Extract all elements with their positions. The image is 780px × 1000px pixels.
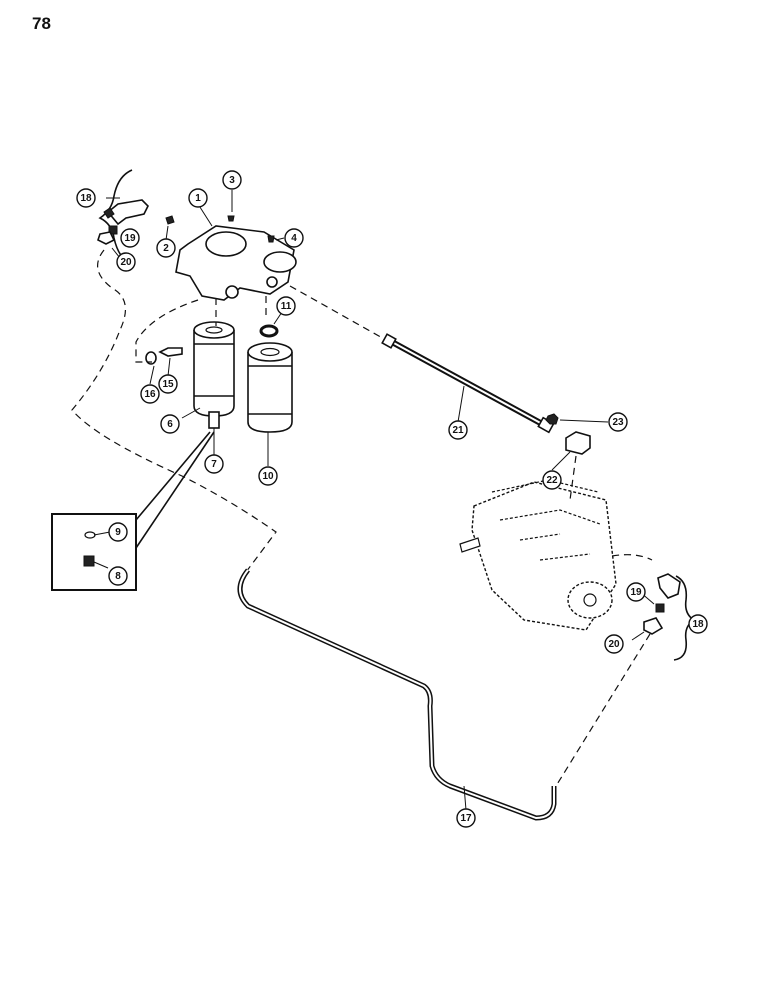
elbow-fitting-right (657, 573, 681, 599)
callout-label: 8 (115, 571, 121, 582)
callout-label: 4 (291, 233, 297, 244)
callout-19: 19 (626, 582, 646, 602)
bleed-screw-3 (227, 215, 235, 222)
callout-20: 20 (604, 634, 624, 654)
filter-element-6 (193, 321, 235, 417)
callout-3: 3 (222, 170, 242, 190)
washer-16 (145, 351, 157, 365)
dash-head-to-hose (289, 285, 387, 341)
callout-19: 19 (120, 228, 140, 248)
callout-2: 2 (156, 238, 176, 258)
inset-leader-2 (135, 431, 215, 549)
page-number: 78 (32, 14, 51, 33)
callout-label: 3 (229, 175, 235, 186)
callout-label: 2 (163, 243, 169, 254)
callout-18: 18 (688, 614, 708, 634)
callout-label: 9 (115, 527, 121, 538)
filter-head (175, 225, 297, 301)
callout-20: 20 (116, 252, 136, 272)
callout-18: 18 (76, 188, 96, 208)
elbow-fitting-left (103, 199, 149, 226)
elbow-22 (565, 431, 591, 455)
inset-leader-1 (135, 431, 211, 521)
fuel-hose-21 (381, 333, 555, 434)
callout-6: 6 (160, 414, 180, 434)
bracket-group-18-left (98, 169, 133, 263)
bolt-15 (158, 347, 183, 357)
callout-label: 20 (608, 639, 620, 650)
callout-label: 15 (162, 379, 174, 390)
nut-19-right (655, 603, 665, 613)
callout-10: 10 (258, 466, 278, 486)
callout-21: 21 (448, 420, 468, 440)
callout-label: 16 (144, 389, 156, 400)
callout-22: 22 (542, 470, 562, 490)
callout-label: 17 (460, 813, 472, 824)
callout-11: 11 (276, 296, 296, 316)
callout-label: 11 (281, 301, 292, 312)
callout-label: 20 (120, 257, 132, 268)
drain-plug-7 (208, 411, 220, 429)
callout-label: 21 (452, 425, 464, 436)
callout-label: 23 (612, 417, 624, 428)
nut-19-left (108, 225, 118, 235)
fuel-pipe-17-inner (239, 569, 555, 820)
callout-17: 17 (456, 808, 476, 828)
dash-elbow-to-pump (569, 455, 577, 501)
callout-label: 1 (195, 193, 201, 204)
plug-2 (165, 215, 175, 225)
callout-7: 7 (204, 454, 224, 474)
callout-label: 22 (546, 475, 558, 486)
callout-8: 8 (108, 566, 128, 586)
callout-23: 23 (608, 412, 628, 432)
nut-23 (545, 413, 559, 425)
callout-9: 9 (108, 522, 128, 542)
callout-label: 19 (630, 587, 642, 598)
callout-1: 1 (188, 188, 208, 208)
sleeve-20-right (643, 617, 664, 635)
dash-fitting-to-pipe-right (555, 633, 651, 787)
callout-label: 10 (262, 471, 274, 482)
callout-16: 16 (140, 384, 160, 404)
callout-label: 18 (692, 619, 704, 630)
fuel-pipe-17 (237, 568, 557, 821)
callout-label: 18 (80, 193, 92, 204)
o-ring-11 (259, 324, 279, 338)
callout-label: 7 (211, 459, 217, 470)
dash-head-to-bolt (135, 299, 199, 363)
callout-4: 4 (284, 228, 304, 248)
sleeve-20-left (97, 231, 116, 245)
filter-element-10 (247, 342, 293, 433)
dash-pump-to-fitting (611, 554, 653, 561)
callout-label: 19 (124, 233, 136, 244)
injection-pump (459, 479, 617, 631)
callout-15: 15 (158, 374, 178, 394)
plug-4 (267, 235, 275, 243)
callout-label: 6 (167, 419, 173, 430)
drain-valve-8 (83, 555, 95, 567)
